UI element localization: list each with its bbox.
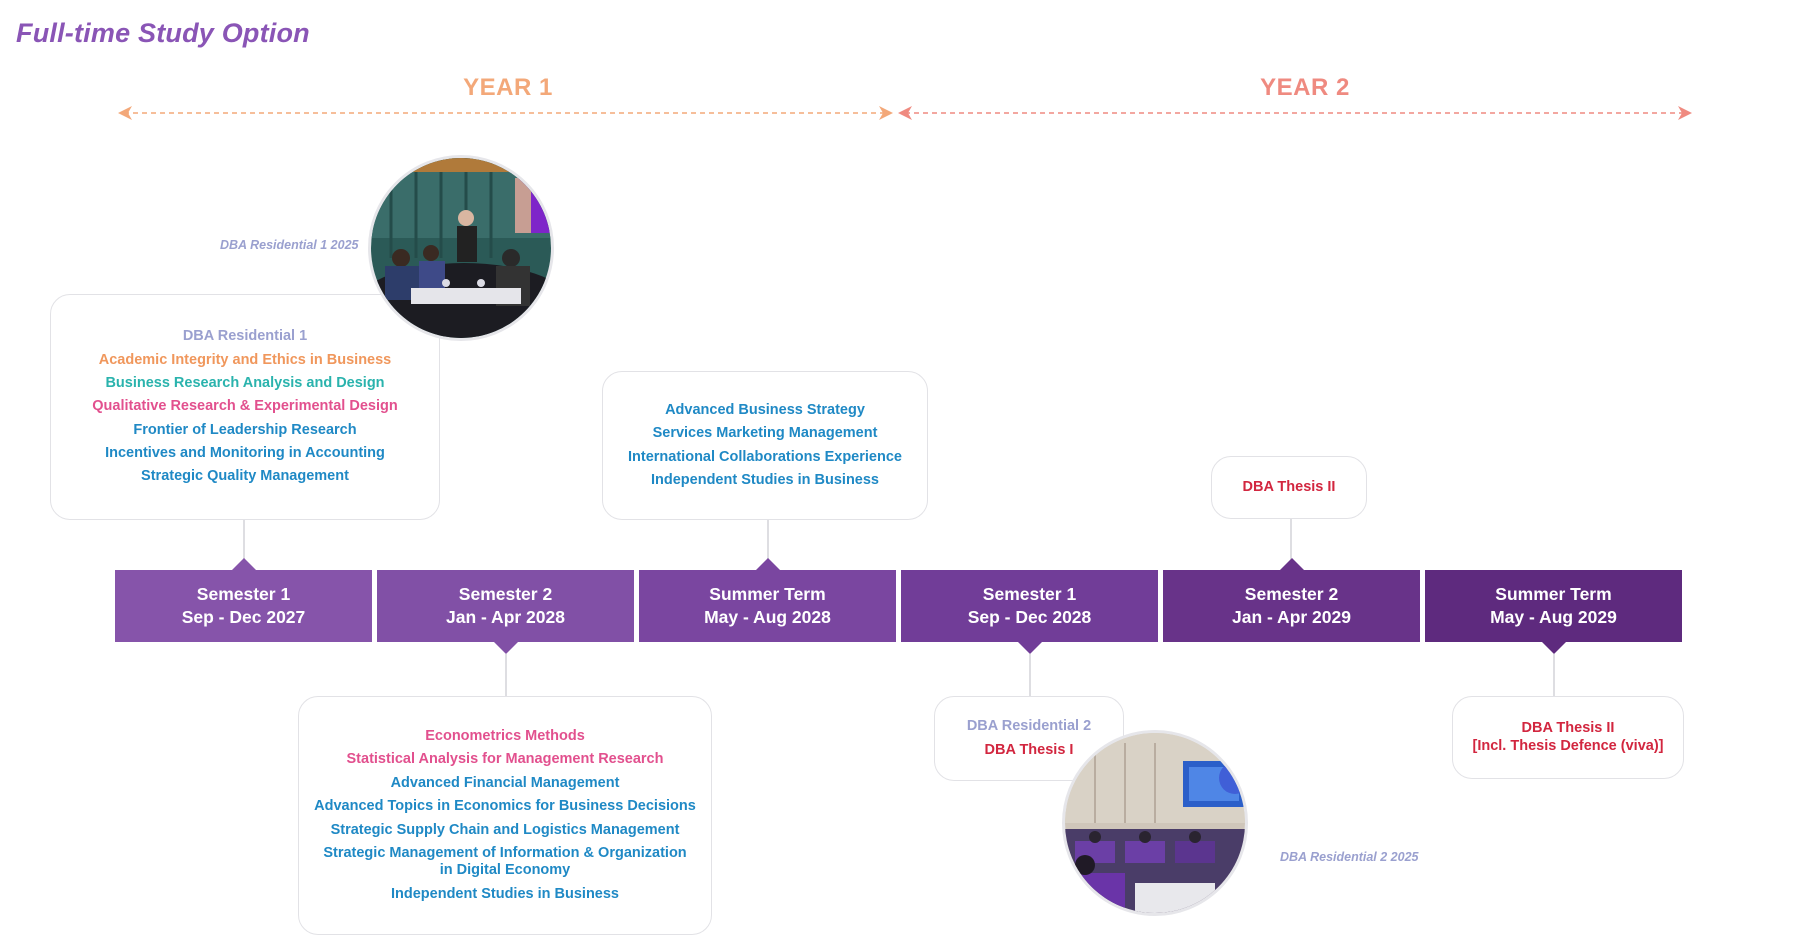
notch-up <box>756 558 780 570</box>
course-item: Strategic Quality Management <box>141 468 349 485</box>
term-name: Summer Term <box>1495 584 1612 605</box>
course-item: International Collaborations Experience <box>628 448 902 465</box>
arrow-right-icon <box>879 106 893 120</box>
term-block-y1-summer: Summer Term May - Aug 2028 <box>639 570 896 642</box>
connector-line <box>1290 519 1292 560</box>
photo-caption-residential-1: DBA Residential 1 2025 <box>220 238 359 252</box>
notch-up <box>232 558 256 570</box>
page-title: Full-time Study Option <box>16 18 310 48</box>
term-dates: May - Aug 2028 <box>704 607 831 627</box>
course-item: DBA Residential 2 <box>966 718 1092 735</box>
course-item: Business Research Analysis and Design <box>105 374 385 391</box>
photo-caption-residential-2: DBA Residential 2 2025 <box>1280 850 1419 864</box>
term-block-y2-semester-2: Semester 2 Jan - Apr 2029 <box>1163 570 1420 642</box>
arrow-right-icon <box>1678 106 1692 120</box>
course-item: Services Marketing Management <box>652 425 878 442</box>
course-item: DBA Residential 1 <box>182 328 308 345</box>
term-name: Semester 1 <box>982 584 1077 605</box>
term-dates: Sep - Dec 2027 <box>181 607 306 627</box>
course-item: Advanced Topics in Economics for Busines… <box>314 798 696 815</box>
year-2-arrow <box>898 106 1692 120</box>
course-item: Econometrics Methods <box>425 727 585 744</box>
course-item: Strategic Supply Chain and Logistics Man… <box>330 821 680 838</box>
course-item: Qualitative Research & Experimental Desi… <box>92 398 398 415</box>
course-item: Advanced Business Strategy <box>665 401 865 418</box>
term-dates: Jan - Apr 2029 <box>1232 607 1351 627</box>
term-block-y1-semester-2: Semester 2 Jan - Apr 2028 <box>377 570 634 642</box>
course-card-y2-summer: DBA Thesis II [Incl. Thesis Defence (viv… <box>1452 696 1684 779</box>
term-block-y2-semester-1: Semester 1 Sep - Dec 2028 <box>901 570 1158 642</box>
year-span-arrows <box>118 106 1692 120</box>
course-item: Incentives and Monitoring in Accounting <box>105 445 385 462</box>
notch-down <box>494 642 518 654</box>
year-1-label: YEAR 1 <box>463 74 553 101</box>
term-name: Semester 2 <box>458 584 553 605</box>
connector-line <box>1553 654 1555 696</box>
connector-line <box>243 520 245 560</box>
notch-down <box>1018 642 1042 654</box>
residential-2-photo <box>1062 730 1248 916</box>
term-block-y2-summer: Summer Term May - Aug 2029 <box>1425 570 1682 642</box>
arrow-left-icon <box>898 106 912 120</box>
term-dates: Jan - Apr 2028 <box>446 607 565 627</box>
year-2-label: YEAR 2 <box>1260 74 1350 101</box>
course-card-y1-summer: Advanced Business Strategy Services Mark… <box>602 371 928 520</box>
connector-line <box>1029 654 1031 696</box>
connector-line <box>767 520 769 560</box>
residential-1-photo <box>368 155 554 341</box>
notch-up <box>1280 558 1304 570</box>
course-item: Academic Integrity and Ethics in Busines… <box>98 351 392 368</box>
term-block-y1-semester-1: Semester 1 Sep - Dec 2027 <box>115 570 372 642</box>
course-card-y2-semester-1: DBA Residential 2 DBA Thesis I <box>934 696 1124 781</box>
course-item: Independent Studies in Business <box>390 885 619 902</box>
term-name: Semester 1 <box>196 584 291 605</box>
course-item: Statistical Analysis for Management Rese… <box>346 751 664 768</box>
course-card-y1-semester-1: DBA Residential 1 Academic Integrity and… <box>50 294 440 520</box>
term-name: Summer Term <box>709 584 826 605</box>
term-dates: May - Aug 2029 <box>1490 607 1617 627</box>
course-item: Advanced Financial Management <box>390 774 620 791</box>
course-item: Frontier of Leadership Research <box>133 421 357 438</box>
course-card-y1-semester-2: Econometrics Methods Statistical Analysi… <box>298 696 712 935</box>
term-name: Semester 2 <box>1244 584 1339 605</box>
connector-line <box>505 654 507 696</box>
course-item: DBA Thesis I <box>984 741 1074 758</box>
course-item: Strategic Management of Information & Or… <box>323 844 687 879</box>
year-1-arrow <box>118 106 893 120</box>
course-item: DBA Thesis II <box>1242 478 1336 495</box>
course-item: Independent Studies in Business <box>650 471 879 488</box>
arrow-left-icon <box>118 106 132 120</box>
course-card-y2-semester-2: DBA Thesis II <box>1211 456 1367 519</box>
term-dates: Sep - Dec 2028 <box>967 607 1092 627</box>
notch-down <box>1542 642 1566 654</box>
course-item: DBA Thesis II [Incl. Thesis Defence (viv… <box>1472 720 1664 754</box>
